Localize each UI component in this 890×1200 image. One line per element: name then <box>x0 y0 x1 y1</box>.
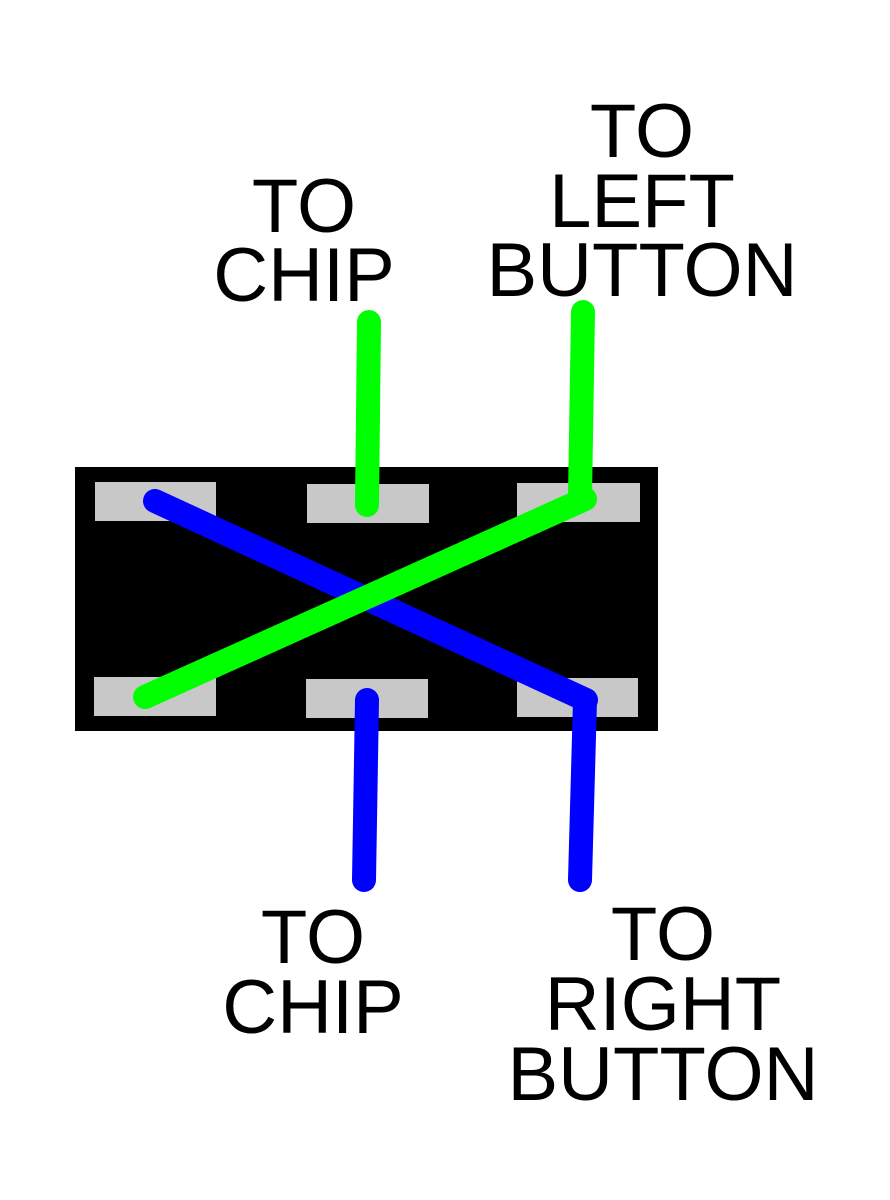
label-bottom-chip-line2: CHIP <box>222 965 404 1050</box>
green-wire-left-button <box>568 300 595 509</box>
blue-wire-chip <box>352 688 379 892</box>
label-bottom-chip-line1: TO <box>261 895 365 980</box>
green-wire-chip <box>355 310 381 517</box>
blue-wire-right-button <box>568 688 597 892</box>
label-left-button-line2: LEFT <box>549 159 735 244</box>
label-right-button-line1: TO <box>611 892 715 977</box>
label-left-button-line3: BUTTON <box>486 228 797 313</box>
label-right-button-line3: BUTTON <box>507 1032 818 1117</box>
label-left-button-line1: TO <box>590 89 694 174</box>
label-top-chip-line1: TO <box>252 164 356 249</box>
green-wire-cross <box>133 487 597 709</box>
label-right-button-line2: RIGHT <box>545 962 781 1047</box>
label-top-chip-line2: CHIP <box>213 233 395 318</box>
